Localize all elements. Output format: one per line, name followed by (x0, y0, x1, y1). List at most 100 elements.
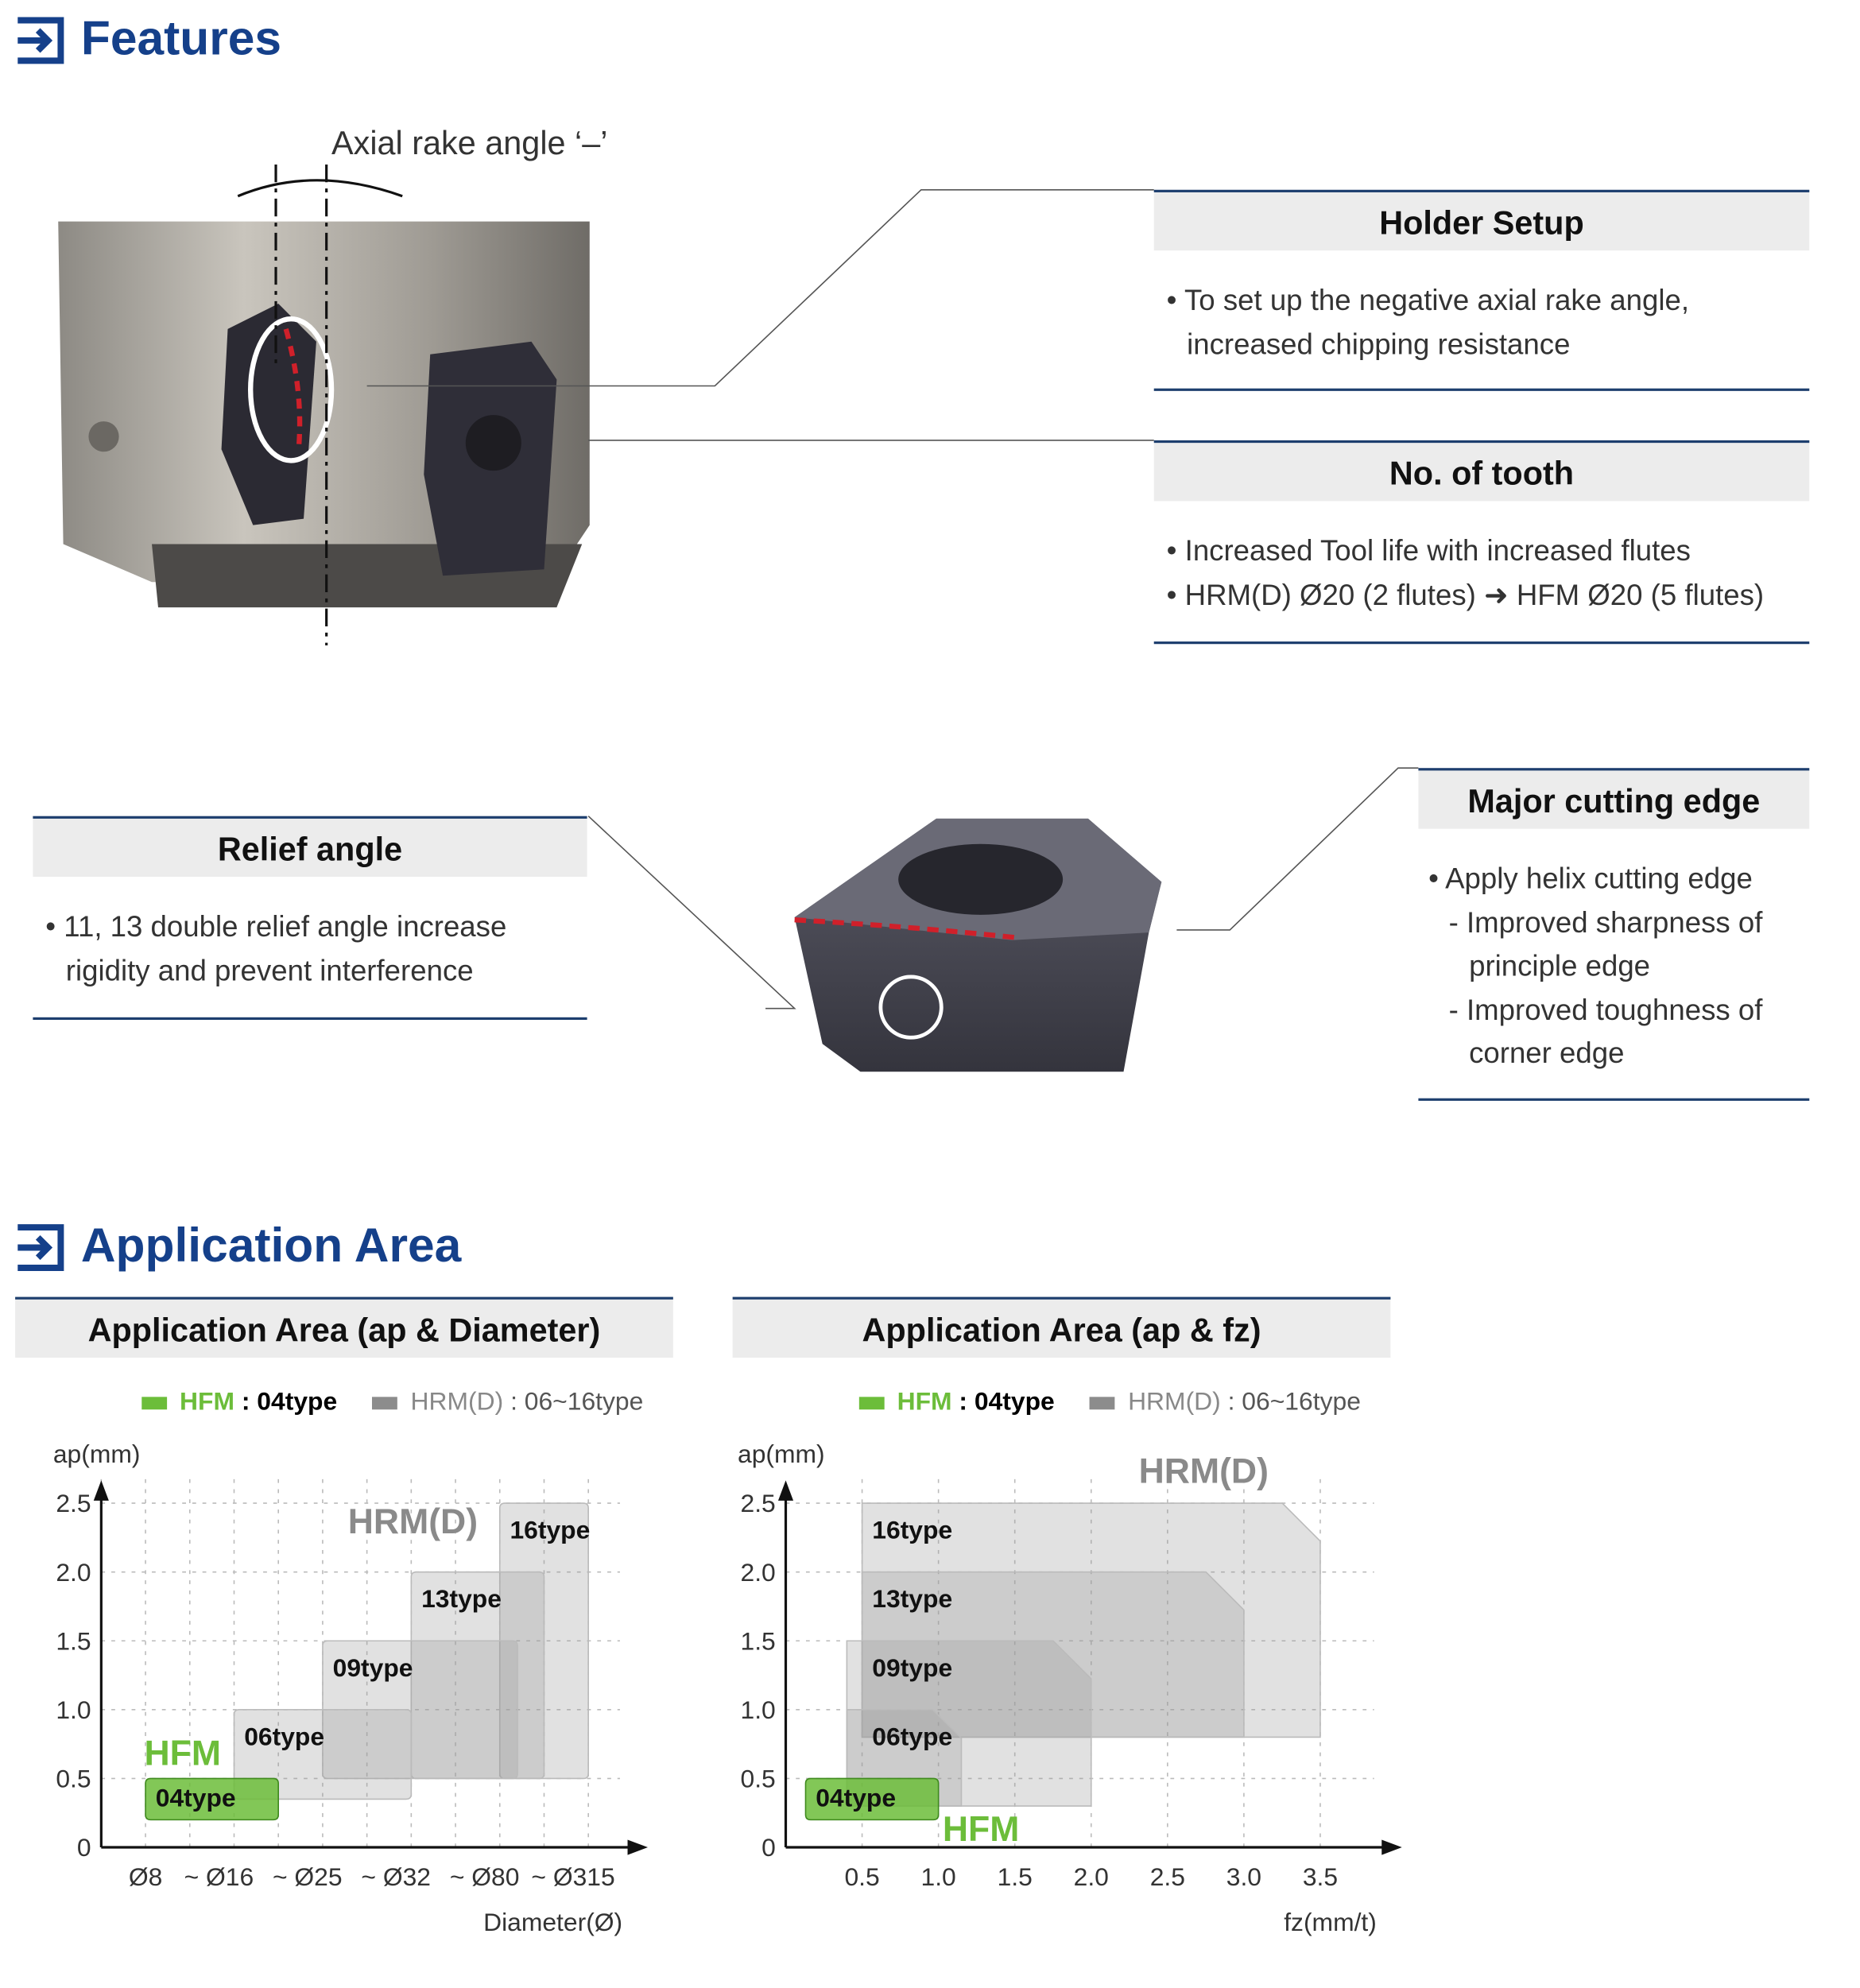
chart2-legend: HFM : 04type HRM(D) : 06~16type (858, 1388, 1361, 1417)
hfm-group-label: HFM (943, 1810, 1020, 1849)
legend-hfm: HFM : 04type (858, 1388, 1055, 1417)
hrm-swatch (372, 1396, 398, 1409)
legend-hfm-label: HFM (897, 1388, 952, 1416)
x-axis-label: Diameter(Ø) (483, 1908, 622, 1936)
legend-hrm-label: HRM(D) (1128, 1388, 1221, 1416)
x-tick-label: 2.5 (1150, 1862, 1185, 1891)
y-axis-arrow-icon (777, 1480, 794, 1501)
x-tick-label: ~ Ø315 (531, 1862, 614, 1891)
range-bar-04type (804, 1777, 940, 1821)
y-tick-label: 2.5 (56, 1489, 91, 1517)
x-tick-label: Ø8 (129, 1862, 162, 1891)
relief-angle-title: Relief angle (33, 816, 587, 878)
edge-sub-bullet: - Improved toughness of corner edge (1448, 992, 1763, 1070)
bullet-text: To set up the negative axial rake angle,… (1184, 283, 1690, 360)
y-axis-label: ap(mm) (738, 1440, 825, 1468)
x-tick-label: 1.0 (921, 1862, 956, 1891)
features-title: Features (80, 12, 282, 66)
range-label-09type: 09type (872, 1653, 952, 1682)
bullet-text: 11, 13 double relief angle increase rigi… (64, 909, 507, 986)
relief-bullet: • 11, 13 double relief angle increase ri… (45, 909, 507, 986)
y-tick-label: 0.5 (56, 1765, 91, 1793)
y-tick-label: 2.0 (56, 1558, 91, 1587)
features-heading: Features (15, 13, 281, 67)
legend-hrm-type: : 06~16type (1227, 1388, 1361, 1416)
x-tick-label: ~ Ø32 (361, 1862, 431, 1891)
x-tick-label: 3.5 (1303, 1862, 1338, 1891)
arrow-into-box-icon (17, 16, 64, 64)
bullet-text: Apply helix cutting edge (1445, 862, 1753, 895)
edge-sub-bullet: - Improved sharpness of principle edge (1448, 905, 1763, 982)
range-label-13type: 13type (421, 1584, 502, 1613)
no-of-tooth-title: No. of tooth (1153, 440, 1810, 502)
application-heading: Application Area (15, 1219, 461, 1273)
chart1-title: Application Area (ap & Diameter) (15, 1296, 673, 1358)
range-label-13type: 13type (872, 1584, 952, 1613)
x-axis-arrow-icon (627, 1839, 649, 1855)
x-tick-label: 0.5 (844, 1862, 879, 1891)
legend-hfm-label: HFM (180, 1388, 235, 1416)
hrm-swatch (1090, 1396, 1116, 1409)
holder-setup-box: Holder Setup • To set up the negative ax… (1153, 189, 1810, 391)
legend-hrm-type: : 06~16type (510, 1388, 644, 1416)
major-cutting-edge-box: Major cutting edge • Apply helix cutting… (1418, 768, 1810, 1101)
tooth-bullet: • Increased Tool life with increased flu… (1166, 533, 1691, 568)
x-tick-label: ~ Ø16 (184, 1862, 254, 1891)
range-label-16type: 16type (510, 1516, 590, 1544)
x-axis-arrow-icon (1381, 1839, 1402, 1855)
leader-lines (366, 188, 1419, 1010)
legend-hfm-type: : 04type (959, 1388, 1055, 1416)
hfm-swatch (858, 1396, 885, 1409)
hrm-group-label: HRM(D) (1139, 1452, 1269, 1491)
y-tick-label: 0.5 (741, 1765, 776, 1793)
hfm-group-label: HFM (144, 1734, 221, 1773)
range-label-09type: 09type (333, 1653, 413, 1682)
hrm-group-label: HRM(D) (348, 1502, 478, 1541)
x-tick-label: 1.5 (998, 1862, 1033, 1891)
milling-tool-image (58, 164, 590, 645)
legend-hfm-type: : 04type (241, 1388, 338, 1416)
x-tick-label: ~ Ø25 (273, 1862, 343, 1891)
legend-hfm: HFM : 04type (141, 1388, 337, 1417)
range-label-04type: 04type (156, 1783, 236, 1812)
range-label-16type: 16type (872, 1516, 952, 1544)
axial-rake-label: Axial rake angle ‘–’ (331, 123, 608, 162)
hfm-swatch (141, 1396, 168, 1409)
y-tick-label: 2.5 (741, 1489, 776, 1517)
application-title: Application Area (80, 1219, 462, 1273)
chart-ap-fz: 16type 13type 09type 06type 04type 0 0.5 1.0 1.5… (738, 1440, 1402, 1936)
range-label-06type: 06type (872, 1722, 952, 1750)
y-axis-label: ap(mm) (53, 1440, 141, 1468)
x-tick-label: ~ Ø80 (450, 1862, 520, 1891)
range-bar-04type (145, 1777, 279, 1821)
x-tick-label: 2.0 (1074, 1862, 1109, 1891)
range-bar-06type (233, 1709, 413, 1800)
y-axis-arrow-icon (93, 1480, 109, 1501)
holder-setup-bullet: • To set up the negative axial rake angl… (1166, 283, 1690, 360)
y-tick-label: 1.5 (56, 1626, 91, 1655)
bullet-text: HRM(D) Ø20 (2 flutes) ➜ HFM Ø20 (5 flute… (1184, 577, 1765, 611)
range-bar-13type (410, 1571, 545, 1780)
chart-ap-diameter: 16type 13type 09type 06type 04type 0 0.5 1.0 1.5… (53, 1440, 649, 1936)
y-tick-label: 0 (77, 1833, 91, 1862)
y-tick-label: 2.0 (741, 1558, 776, 1587)
edge-bullet: • Apply helix cutting edge (1428, 862, 1753, 895)
y-tick-label: 0 (761, 1833, 776, 1862)
legend-hrm-label: HRM(D) (410, 1388, 504, 1416)
range-label-04type: 04type (816, 1783, 896, 1812)
y-tick-label: 1.0 (741, 1695, 776, 1724)
y-tick-label: 1.5 (741, 1626, 776, 1655)
legend-hrm: HRM(D) : 06~16type (1090, 1388, 1361, 1417)
y-tick-label: 1.0 (56, 1695, 91, 1724)
tooth-bullet: • HRM(D) Ø20 (2 flutes) ➜ HFM Ø20 (5 flu… (1166, 577, 1765, 611)
insert-image (794, 818, 1162, 1072)
relief-angle-box: Relief angle • 11, 13 double relief angl… (33, 816, 587, 1020)
no-of-tooth-box: No. of tooth • Increased Tool life with … (1153, 440, 1810, 645)
range-label-06type: 06type (244, 1722, 324, 1750)
arrow-into-box-icon (17, 1223, 64, 1271)
chart1-legend: HFM : 04type HRM(D) : 06~16type (141, 1388, 643, 1417)
chart2-title: Application Area (ap & fz) (732, 1296, 1391, 1358)
x-axis-label: fz(mm/t) (1284, 1908, 1377, 1936)
major-cutting-edge-title: Major cutting edge (1418, 768, 1810, 829)
